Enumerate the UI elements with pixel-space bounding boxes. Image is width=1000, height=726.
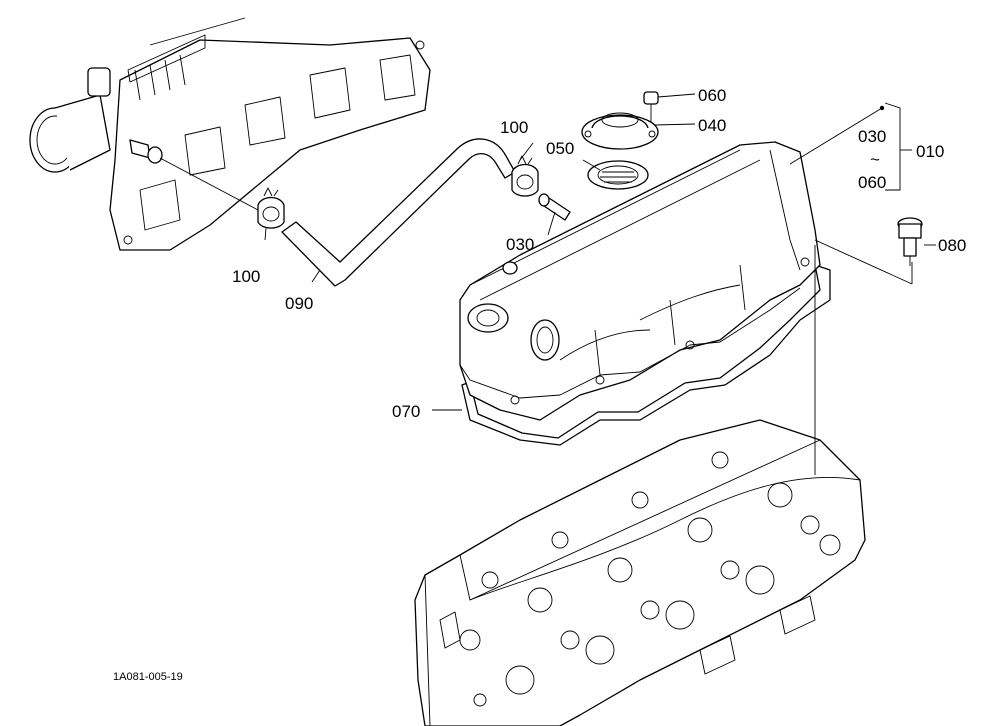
cylinder-head (414, 419, 866, 726)
callout-100-left: 100 (232, 267, 260, 286)
callout-100-top: 100 (500, 118, 528, 137)
callout-090: 090 (285, 294, 313, 313)
figure-code: 1A081-005-19 (113, 671, 183, 683)
range-tilde: ~ (870, 150, 880, 169)
callout-030-hose: 030 (506, 235, 534, 254)
leader-lines (264, 93, 936, 475)
cover-bolt (897, 217, 923, 266)
callout-080: 080 (938, 236, 966, 255)
callout-060: 060 (698, 86, 726, 105)
callout-070: 070 (392, 402, 420, 421)
callout-040: 040 (698, 116, 726, 135)
callout-030-range: 030 (858, 127, 886, 146)
hose-clamp-top (511, 155, 539, 197)
callout-050: 050 (546, 139, 574, 158)
hose-clamp-left (257, 187, 285, 229)
exhaust-manifold (29, 17, 431, 251)
callout-060-range: 060 (858, 173, 886, 192)
callout-010: 010 (916, 142, 944, 161)
cylinder-head-cover (459, 141, 831, 446)
short-pipe (538, 193, 571, 221)
breather-hose (281, 138, 516, 287)
